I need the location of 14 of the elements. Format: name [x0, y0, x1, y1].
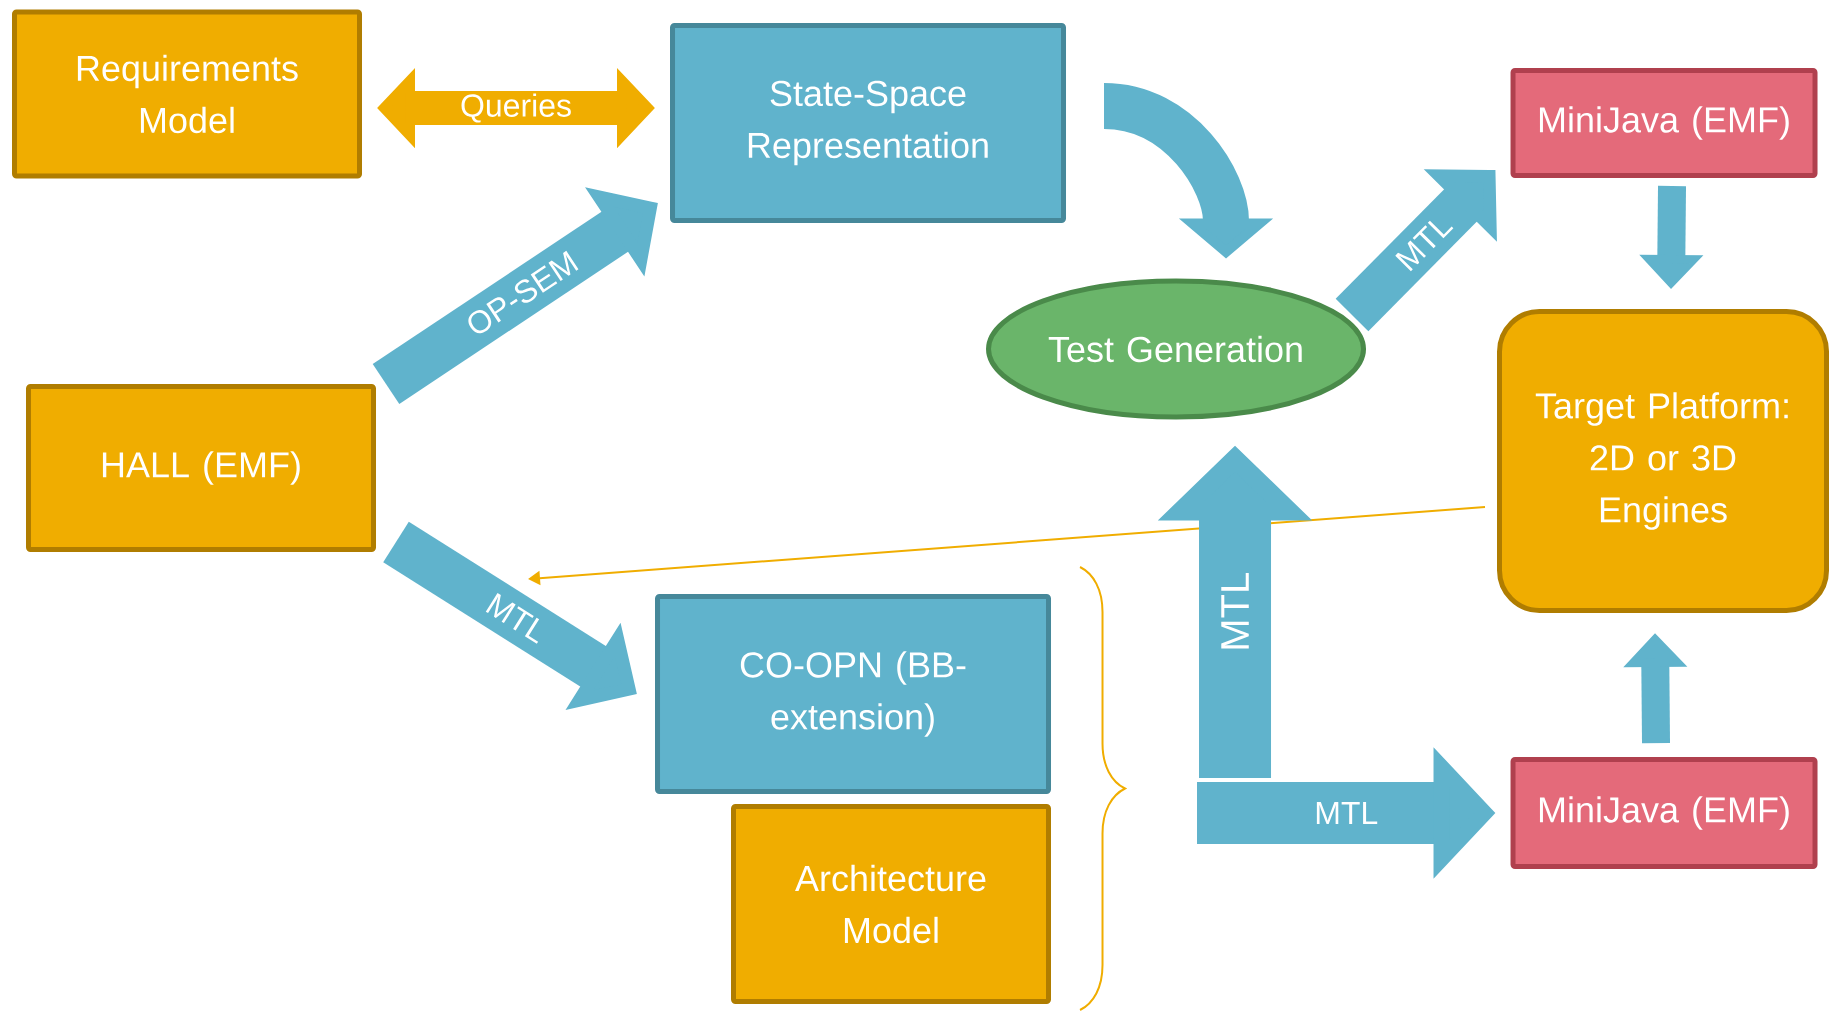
edge-label: MTL	[1395, 220, 1454, 272]
process-box: State-Space Representation	[670, 23, 1066, 223]
process-box: MiniJava (EMF)	[1510, 68, 1818, 178]
edge-label: Queries	[461, 93, 571, 123]
process-box: MiniJava (EMF)	[1510, 757, 1818, 869]
process-box: CO-OPN (BB-extension)	[655, 594, 1051, 794]
edge-label: MTL	[485, 593, 540, 644]
edge-label: MTL	[1316, 802, 1378, 824]
process-box: HALL (EMF)	[26, 384, 376, 552]
process-box: Requirements Model	[12, 9, 362, 179]
process-box: Architecture Model	[731, 804, 1051, 1004]
edge-label: MTL	[1221, 573, 1249, 649]
block-arrow	[1335, 169, 1497, 332]
rounded-box: Target Platform: 2D or 3D Engines	[1497, 309, 1829, 613]
